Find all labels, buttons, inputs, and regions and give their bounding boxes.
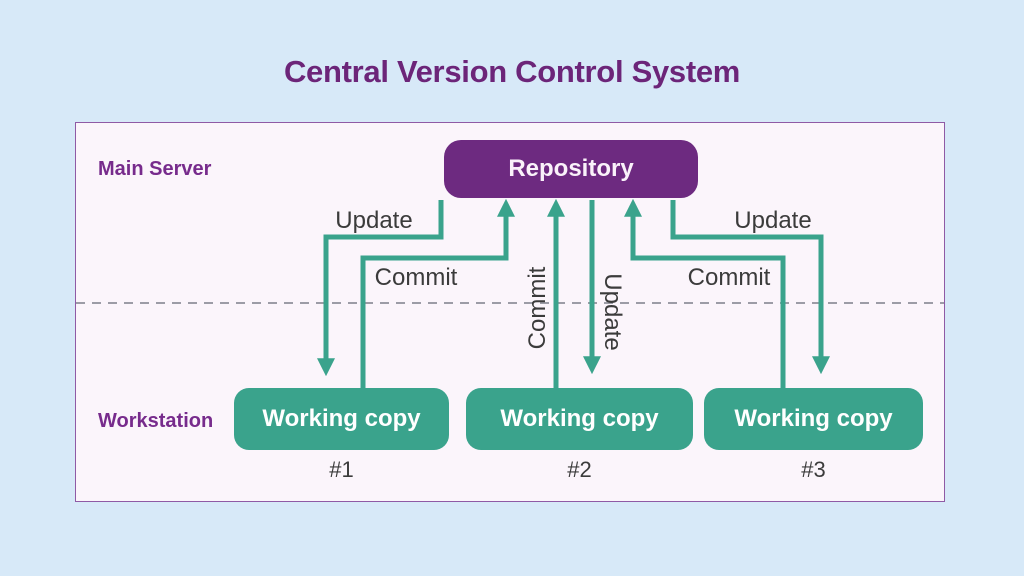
edge-update-to-wc1 (317, 200, 444, 377)
working-copy-number-1: #1 (329, 457, 354, 482)
server-workstation-divider (76, 302, 944, 304)
edge-commit-from-wc1 (360, 198, 515, 390)
connectors-graphic (317, 198, 830, 390)
edge-label-commit-1: Commit (374, 264, 458, 291)
edge-label-update-3: Update (734, 207, 812, 234)
working-copy-node-1: Working copy (234, 388, 449, 450)
page-title: Central Version Control System (283, 54, 741, 89)
zone-label-workstation: Workstation (98, 410, 214, 432)
edge-label-commit-3: Commit (687, 264, 771, 291)
working-copy-number-2: #2 (567, 457, 592, 482)
edge-label-commit-2: Commit (524, 266, 551, 350)
diagram-panel: Main Server Workstation Repository Updat… (75, 122, 945, 502)
edge-label-update-1: Update (335, 207, 413, 234)
edge-commit-from-wc3 (624, 198, 786, 390)
edge-label-update-2: Update (599, 273, 626, 351)
repository-node: Repository (444, 140, 698, 198)
edge-update-to-wc3 (670, 200, 830, 375)
working-copy-number-3: #3 (801, 457, 826, 482)
working-copy-node-3: Working copy (704, 388, 923, 450)
zone-label-main-server: Main Server (98, 158, 212, 180)
working-copy-node-2: Working copy (466, 388, 693, 450)
